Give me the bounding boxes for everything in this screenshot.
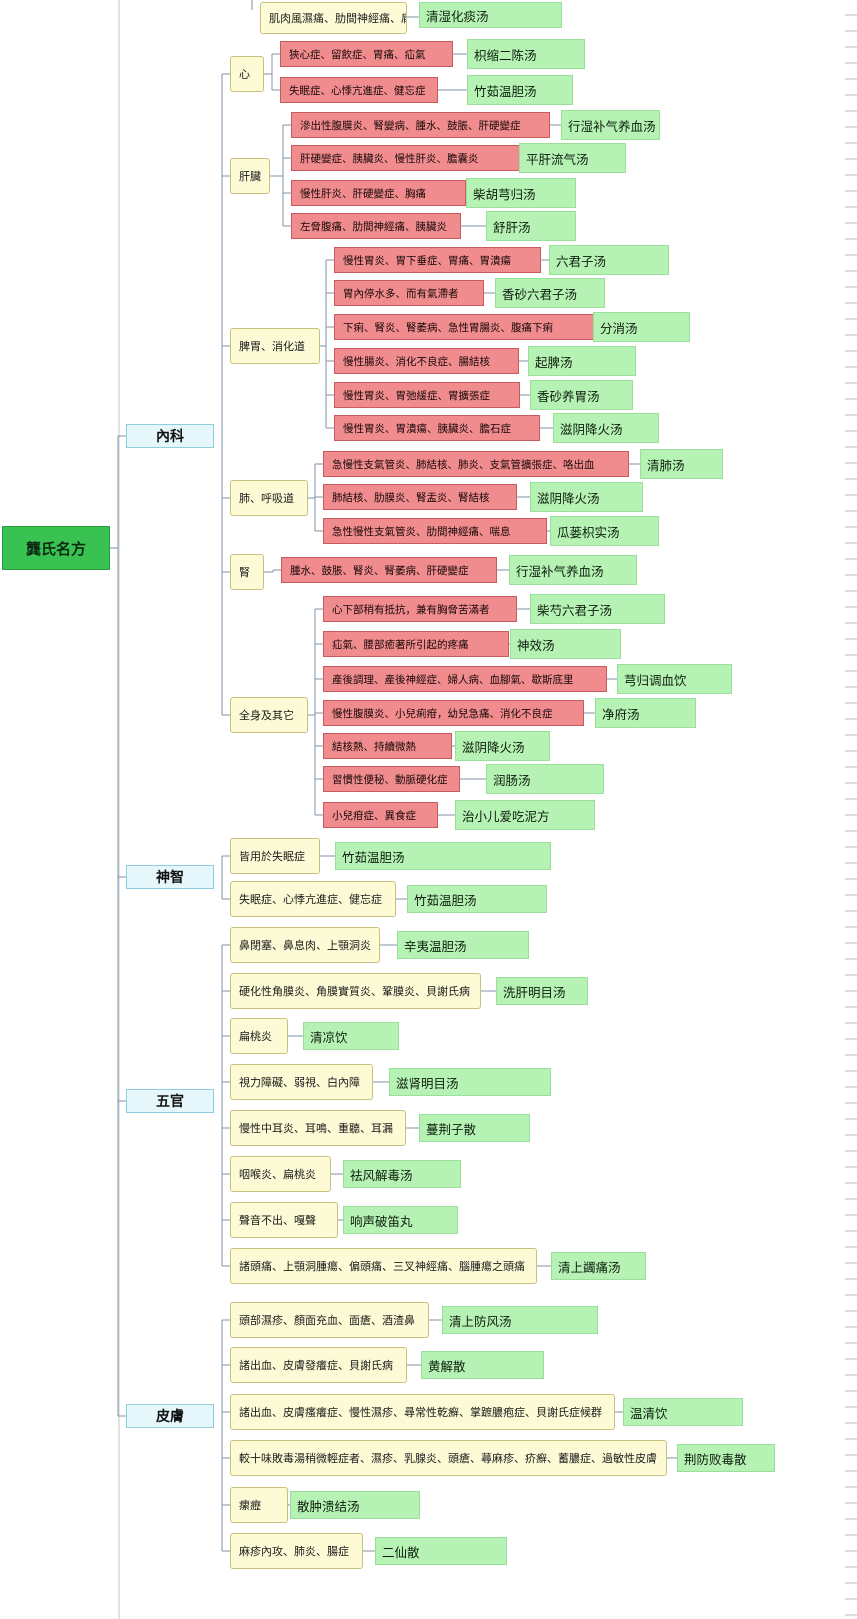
neike-disease-5-6[interactable]: 小兒疳症、異食症 <box>323 802 438 828</box>
pifu-formula-4[interactable]: 散肿溃结汤 <box>290 1491 420 1519</box>
neike-disease-1-0[interactable]: 滲出性腹膜炎、腎變病、腫水、鼓脹、肝硬變症 <box>291 112 550 138</box>
neike-disease-2-4[interactable]: 慢性胃炎、胃弛緩症、胃擴張症 <box>334 382 520 408</box>
neike-disease-1-2[interactable]: 慢性肝炎、肝硬變症、胸痛 <box>291 180 466 206</box>
neike-formula-1-2[interactable]: 柴胡芎归汤 <box>466 178 576 208</box>
neike-formula-3-1[interactable]: 滋阴降火汤 <box>530 482 643 512</box>
neike-formula-5-0[interactable]: 柴芍六君子汤 <box>530 594 665 624</box>
pifu-disease-0[interactable]: 頭部濕疹、顏面充血、面瘡、酒渣鼻 <box>230 1302 429 1338</box>
neike-disease-5-4[interactable]: 結核熱、持續微熱 <box>323 733 452 759</box>
neike-disease-3-2[interactable]: 急性慢性支氣管炎、肋間神經痛、喘息 <box>323 518 547 544</box>
neike-disease-0-0[interactable]: 狹心症、留飲症、胃痛、疝氣 <box>280 41 453 67</box>
neike-disease-2-0[interactable]: 慢性胃炎、胃下垂症、胃痛、胃潰瘍 <box>334 247 541 273</box>
neike-formula-5-2[interactable]: 芎归调血饮 <box>617 664 732 694</box>
wuguan-formula-5[interactable]: 祛风解毒汤 <box>343 1160 461 1188</box>
top-partial-formula[interactable]: 清湿化痰汤 <box>419 2 562 28</box>
neike-disease-5-1[interactable]: 疝氣、腰部癒著所引起的疼痛 <box>323 631 509 657</box>
category-neike[interactable]: 內科 <box>126 424 214 448</box>
wuguan-formula-6[interactable]: 响声破笛丸 <box>343 1206 458 1234</box>
neike-formula-2-5[interactable]: 滋阴降火汤 <box>553 413 659 443</box>
wuguan-disease-1[interactable]: 硬化性角膜炎、角膜實質炎、鞏膜炎、貝謝氏病 <box>230 973 481 1009</box>
neike-formula-1-1[interactable]: 平肝流气汤 <box>519 143 626 173</box>
neike-disease-5-0[interactable]: 心下部稍有抵抗，兼有胸脅苦滿者 <box>323 596 517 622</box>
neike-disease-2-2[interactable]: 下痢、腎炎、腎萎病、急性胃腸炎、腹痛下痢 <box>334 314 606 340</box>
pifu-formula-2[interactable]: 温清饮 <box>623 1398 743 1426</box>
neike-disease-1-1[interactable]: 肝硬變症、胰臟炎、慢性肝炎、膽囊炎 <box>291 145 520 171</box>
pifu-disease-5[interactable]: 麻疹內攻、肺炎、腸症 <box>230 1533 363 1569</box>
neike-group-1[interactable]: 肝臟 <box>230 158 270 194</box>
neike-disease-2-3[interactable]: 慢性腸炎、消化不良症、腸結核 <box>334 348 519 374</box>
neike-disease-1-3[interactable]: 左脅腹痛、肋間神經痛、胰臟炎 <box>291 213 461 239</box>
top-partial-disease[interactable]: 肌肉風濕痛、肋間神經痛、肩凝 <box>260 2 407 34</box>
pifu-formula-5[interactable]: 二仙散 <box>375 1537 507 1565</box>
neike-formula-5-4[interactable]: 滋阴降火汤 <box>455 731 550 761</box>
shenzhi-disease-1[interactable]: 失眠症、心悸亢進症、健忘症 <box>230 881 396 917</box>
neike-formula-2-1[interactable]: 香砂六君子汤 <box>495 278 605 308</box>
neike-disease-2-1[interactable]: 胃內停水多、而有氣滯者 <box>334 280 484 306</box>
neike-group-2[interactable]: 脾胃、消化道 <box>230 328 320 364</box>
neike-formula-1-0[interactable]: 行湿补气养血汤 <box>561 110 660 140</box>
pifu-disease-4[interactable]: 瘰癧 <box>230 1487 288 1523</box>
neike-formula-0-1[interactable]: 竹茹温胆汤 <box>467 75 573 105</box>
pifu-formula-1[interactable]: 黄解散 <box>421 1351 544 1379</box>
wuguan-disease-7[interactable]: 諸頭痛、上顎洞腫瘍、偏頭痛、三叉神經痛、腦腫瘍之頭痛 <box>230 1248 537 1284</box>
neike-formula-2-3[interactable]: 起脾汤 <box>528 346 636 376</box>
root-node[interactable]: 龔氏名方 <box>2 526 110 570</box>
pifu-disease-1[interactable]: 諸出血、皮膚發癢症、貝謝氏病 <box>230 1347 407 1383</box>
wuguan-disease-6[interactable]: 聲音不出、嘎聲 <box>230 1202 338 1238</box>
left-edge-rule <box>118 0 120 1619</box>
wuguan-disease-0[interactable]: 鼻閉塞、鼻息肉、上顎洞炎 <box>230 927 380 963</box>
neike-formula-1-3[interactable]: 舒肝汤 <box>486 211 576 241</box>
neike-formula-2-2[interactable]: 分消汤 <box>593 312 690 342</box>
neike-disease-5-3[interactable]: 慢性腹膜炎、小兒痢疳，幼兒急痛、消化不良症 <box>323 700 584 726</box>
wuguan-formula-3[interactable]: 滋肾明目汤 <box>389 1068 551 1096</box>
neike-disease-2-5[interactable]: 慢性胃炎、胃潰瘍、胰臟炎、膽石症 <box>334 415 540 441</box>
neike-formula-2-0[interactable]: 六君子汤 <box>549 245 669 275</box>
category-wuguan[interactable]: 五官 <box>126 1089 214 1113</box>
scrollbar-track[interactable] <box>845 0 857 1619</box>
neike-formula-4-0[interactable]: 行湿补气养血汤 <box>509 555 637 585</box>
neike-formula-5-5[interactable]: 润肠汤 <box>486 764 604 794</box>
neike-formula-3-2[interactable]: 瓜蒌枳实汤 <box>550 516 659 546</box>
neike-formula-3-0[interactable]: 清肺汤 <box>640 449 723 479</box>
neike-formula-2-4[interactable]: 香砂养胃汤 <box>530 380 633 410</box>
wuguan-formula-0[interactable]: 辛夷温胆汤 <box>397 931 529 959</box>
neike-disease-3-0[interactable]: 急慢性支氣管炎、肺結核、肺炎、支氣管擴張症、咯出血 <box>323 451 629 477</box>
wuguan-disease-5[interactable]: 咽喉炎、扁桃炎 <box>230 1156 331 1192</box>
neike-disease-4-0[interactable]: 腫水、鼓脹、腎炎、腎萎病、肝硬變症 <box>281 557 497 583</box>
neike-group-4[interactable]: 腎 <box>230 554 264 590</box>
neike-formula-5-1[interactable]: 神效汤 <box>510 629 621 659</box>
wuguan-disease-3[interactable]: 視力障礙、弱視、白內障 <box>230 1064 373 1100</box>
pifu-disease-3[interactable]: 較十味敗毒湯稍微輕症者、濕疹、乳腺炎、頭瘡、蕁麻疹、疥癬、蓄膿症、過敏性皮膚 <box>230 1440 667 1476</box>
neike-formula-5-6[interactable]: 治小儿爱吃泥方 <box>455 800 595 830</box>
neike-formula-5-3[interactable]: 净府汤 <box>595 698 696 728</box>
wuguan-formula-7[interactable]: 清上蠲痛汤 <box>551 1252 646 1280</box>
wuguan-formula-4[interactable]: 蔓荆子散 <box>419 1114 530 1142</box>
wuguan-formula-1[interactable]: 洗肝明目汤 <box>496 977 588 1005</box>
neike-group-0[interactable]: 心 <box>230 56 264 92</box>
neike-disease-3-1[interactable]: 肺結核、肋膜炎、腎盂炎、腎結核 <box>323 484 517 510</box>
neike-disease-0-1[interactable]: 失眠症、心悸亢進症、健忘症 <box>280 77 438 103</box>
shenzhi-disease-0[interactable]: 皆用於失眠症 <box>230 838 320 874</box>
neike-group-3[interactable]: 肺、呼吸道 <box>230 480 308 516</box>
neike-formula-0-0[interactable]: 枳缩二陈汤 <box>467 39 585 69</box>
category-pifu[interactable]: 皮膚 <box>126 1404 214 1428</box>
shenzhi-formula-0[interactable]: 竹茹温胆汤 <box>335 842 551 870</box>
pifu-formula-3[interactable]: 荆防败毒散 <box>677 1444 775 1472</box>
wuguan-disease-4[interactable]: 慢性中耳炎、耳鳴、重聽、耳漏 <box>230 1110 406 1146</box>
wuguan-formula-2[interactable]: 清凉饮 <box>303 1022 399 1050</box>
category-shenzhi[interactable]: 神智 <box>126 865 214 889</box>
neike-disease-5-5[interactable]: 習慣性便秘、動脈硬化症 <box>323 766 460 792</box>
pifu-disease-2[interactable]: 諸出血、皮膚瘙癢症、慢性濕疹、尋常性乾癬、掌蹠膿疱症、貝謝氏症候群 <box>230 1394 615 1430</box>
pifu-formula-0[interactable]: 清上防风汤 <box>442 1306 598 1334</box>
wuguan-disease-2[interactable]: 扁桃炎 <box>230 1018 288 1054</box>
neike-group-5[interactable]: 全身及其它 <box>230 697 308 733</box>
shenzhi-formula-1[interactable]: 竹茹温胆汤 <box>407 885 547 913</box>
neike-disease-5-2[interactable]: 產後調理、產後神經症、婦人病、血腳氣、歇斯底里 <box>323 666 607 692</box>
